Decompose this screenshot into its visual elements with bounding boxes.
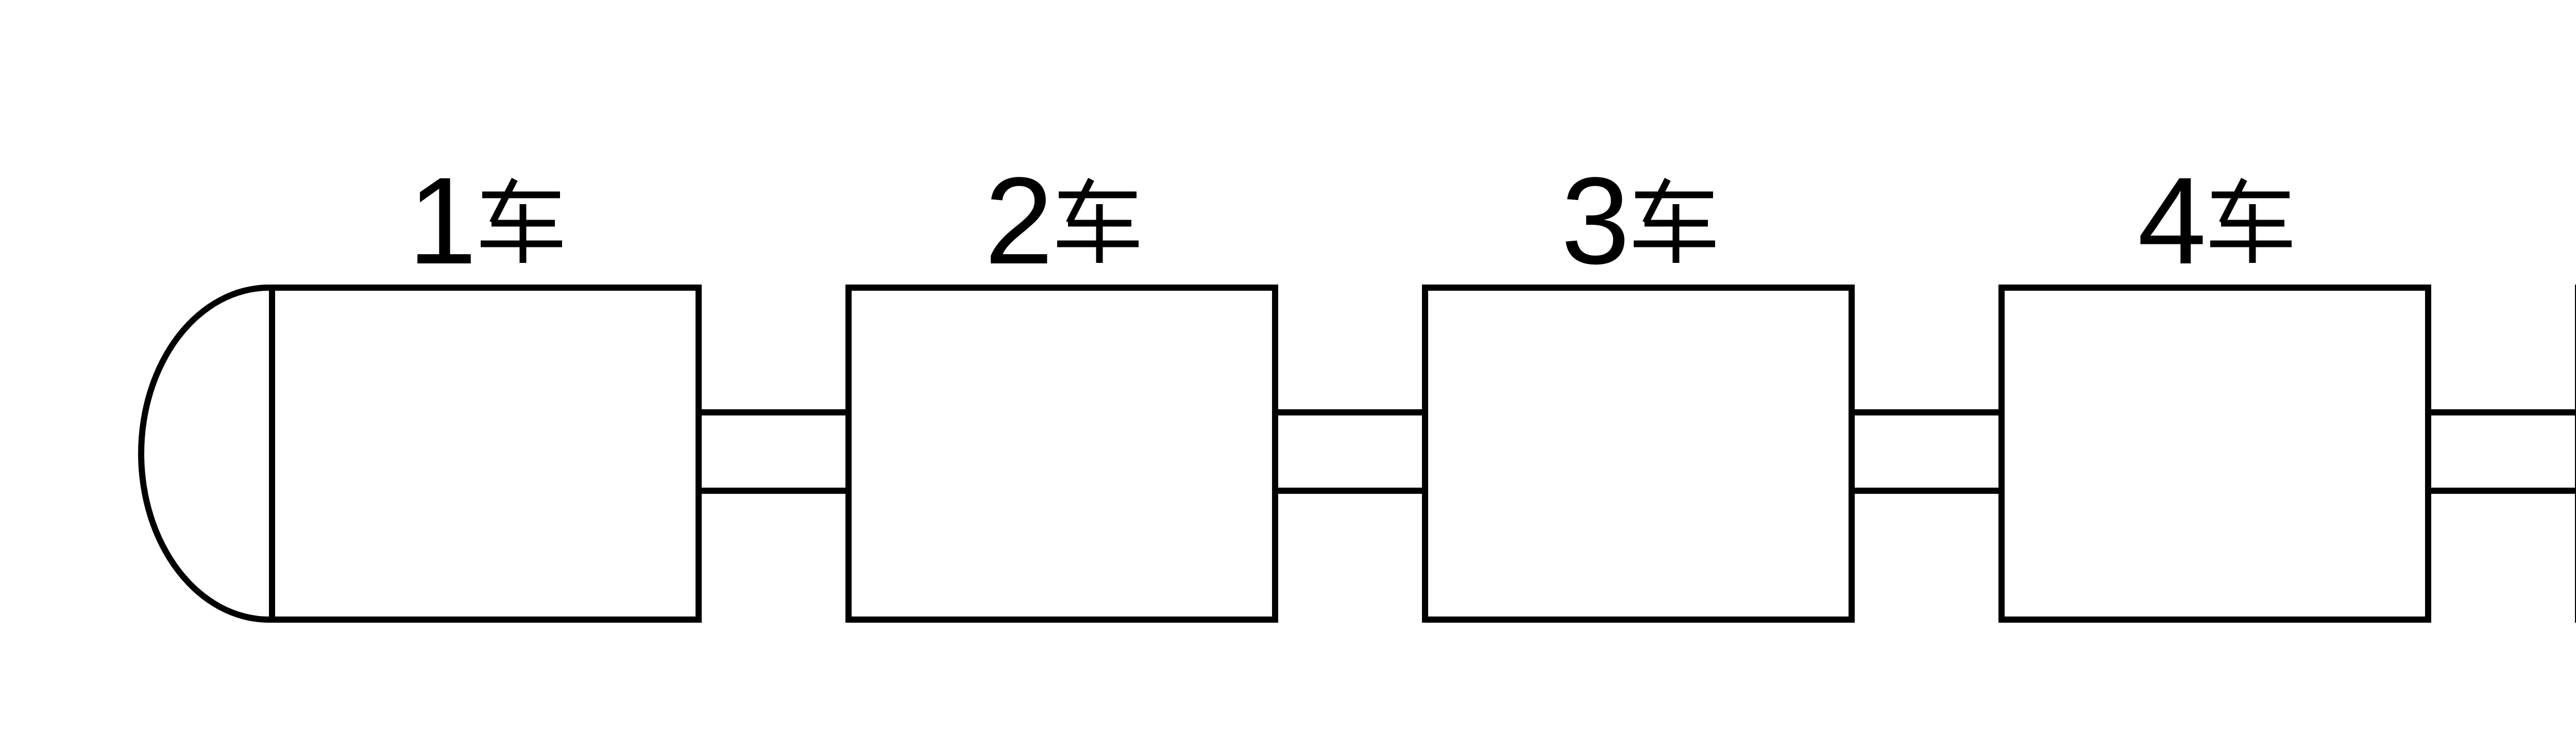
car-label-2: 2 <box>845 152 1278 290</box>
car-number: 2 <box>985 152 1054 290</box>
car-label-4: 4 <box>1998 152 2431 290</box>
coupler-4-5 <box>2431 409 2575 494</box>
che-character-icon <box>2210 178 2292 263</box>
train-front-nose <box>138 285 269 623</box>
car-body-3 <box>1422 285 1855 623</box>
car-label-1: 1 <box>269 152 702 290</box>
car-body-4 <box>1998 285 2431 623</box>
car-body-5 <box>2575 285 2576 623</box>
car-body-2 <box>845 285 1278 623</box>
car-label-3: 3 <box>1422 152 1855 290</box>
che-character-icon <box>481 178 562 263</box>
car-number: 3 <box>1561 152 1630 290</box>
coupler-3-4 <box>1855 409 1998 494</box>
car-number: 1 <box>408 152 477 290</box>
car-number: 4 <box>2138 152 2207 290</box>
che-character-icon <box>1057 178 1139 263</box>
che-character-icon <box>1634 178 1715 263</box>
coupler-2-3 <box>1278 409 1422 494</box>
car-body-1 <box>269 285 702 623</box>
coupler-1-2 <box>702 409 845 494</box>
